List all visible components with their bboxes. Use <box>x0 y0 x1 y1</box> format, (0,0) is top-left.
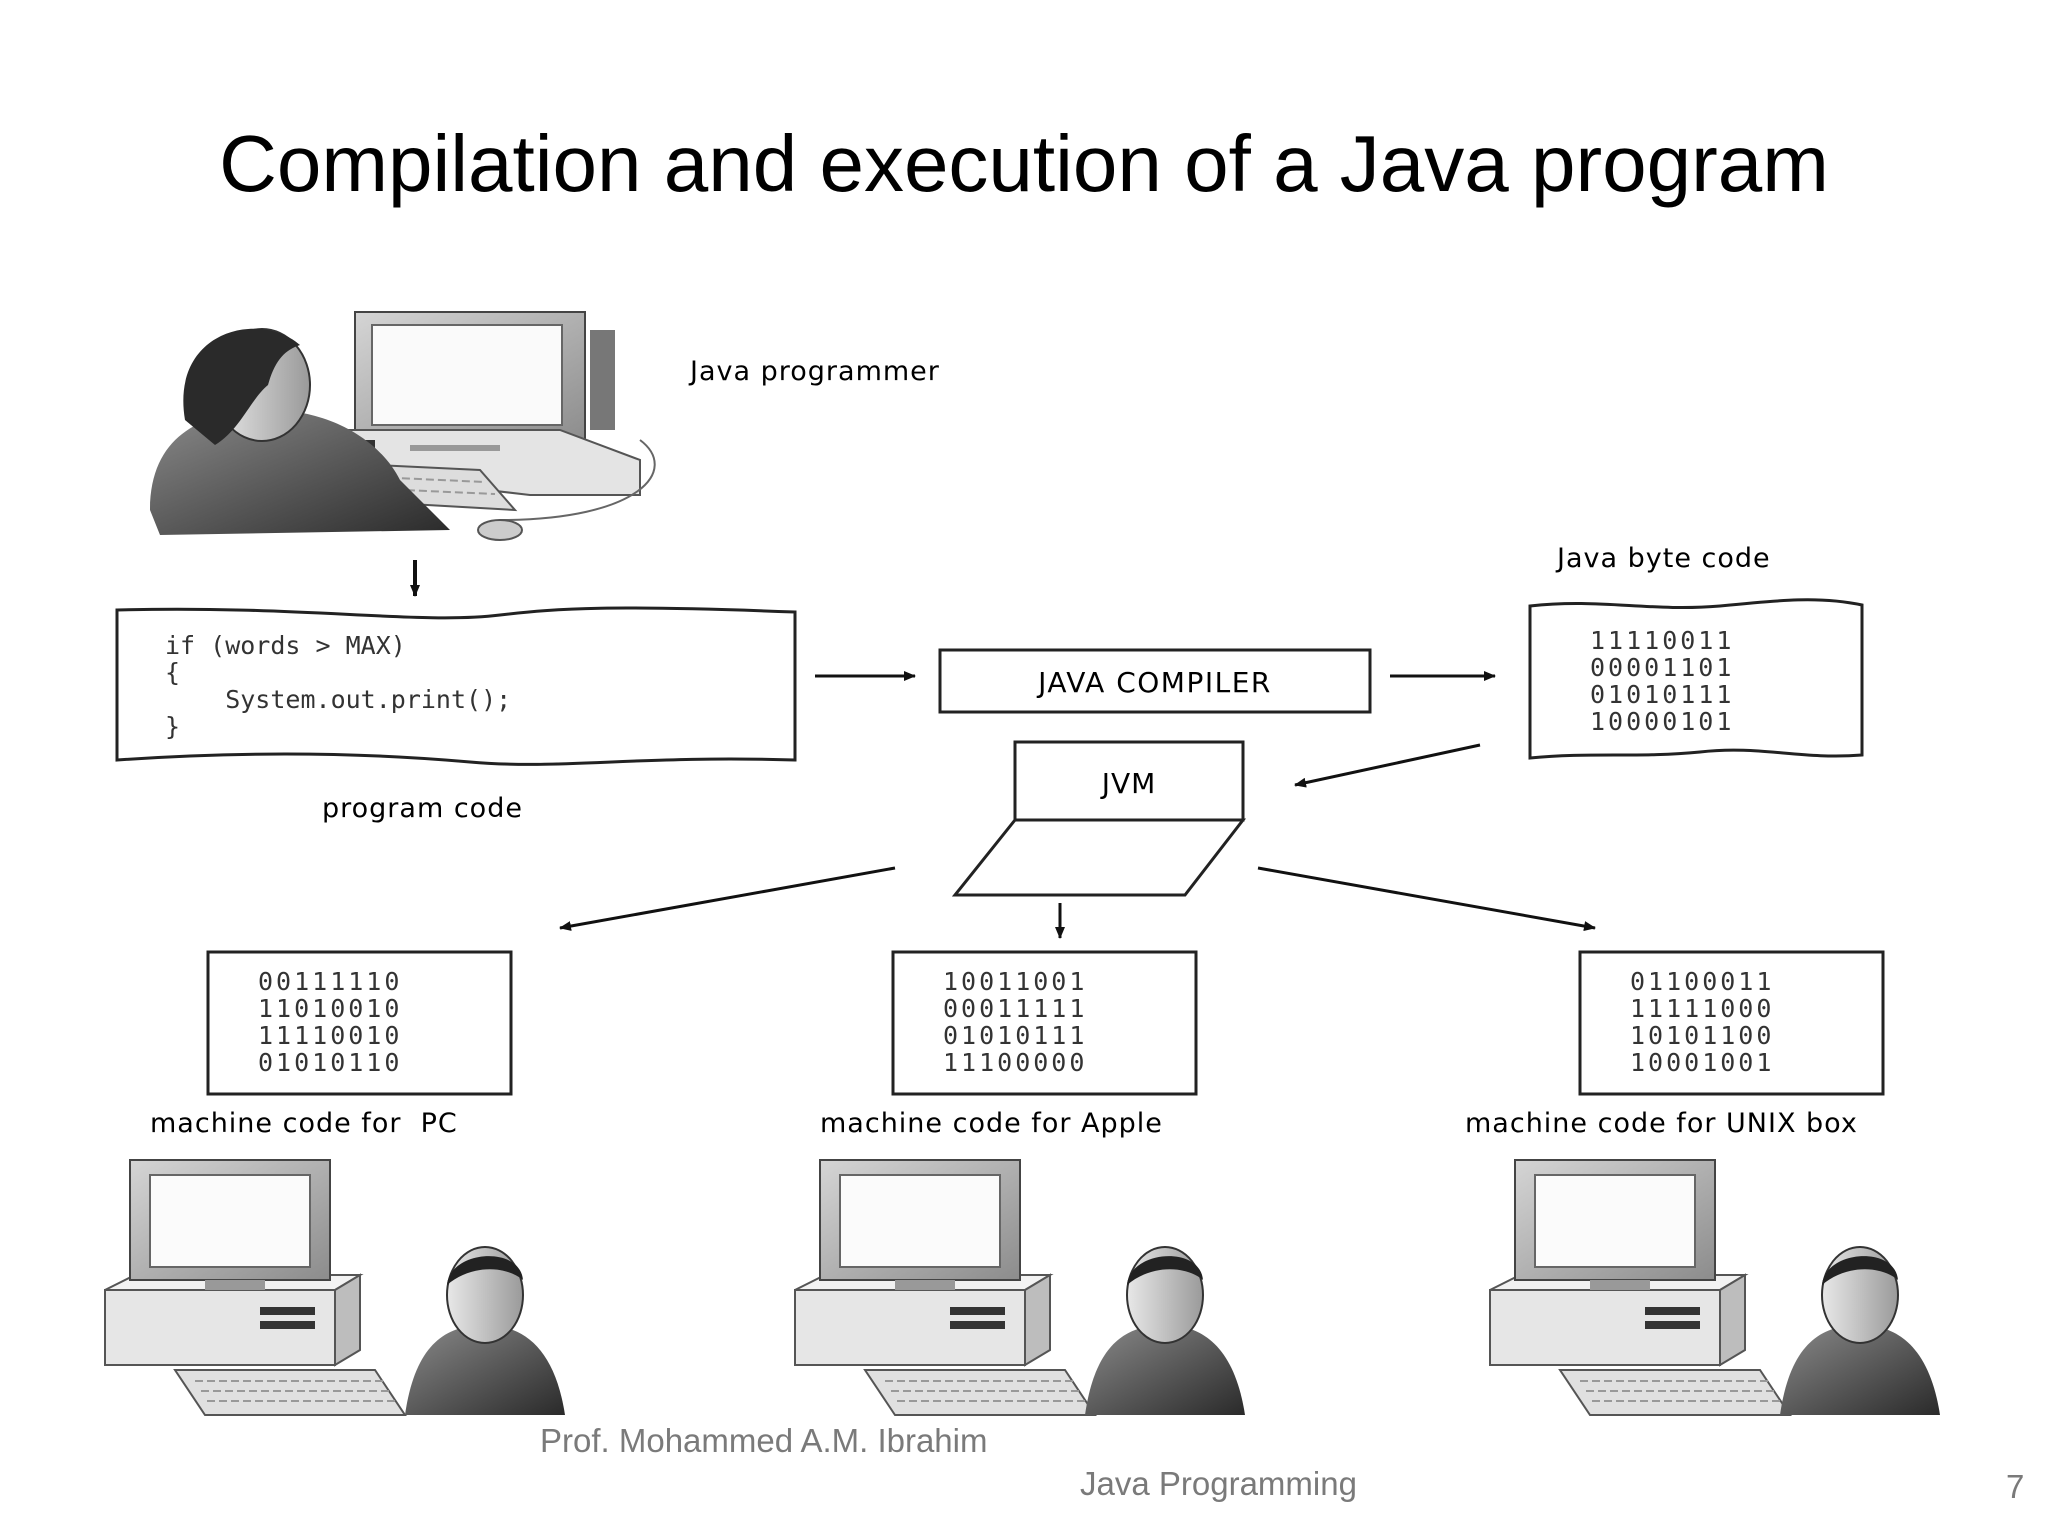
footer-course: Java Programming <box>1080 1465 1357 1502</box>
code-line: } <box>165 712 180 741</box>
svg-text:00111110 11010010: 00111110 11010010 11110010 01010110 <box>258 967 420 1077</box>
pc-label: machine code for PC <box>150 1108 458 1139</box>
apple-label: machine code for Apple <box>820 1108 1163 1139</box>
java-byte-code-label: Java byte code <box>1555 543 1771 574</box>
pc-bits: 01010110 <box>258 1048 402 1077</box>
pc-bits: 11010010 <box>258 994 402 1023</box>
jvm-label: JVM <box>1100 767 1157 800</box>
pc-bits: 00111110 <box>258 967 402 996</box>
unix-user-illustration <box>1489 1159 1941 1416</box>
bytecode-line: 01010111 <box>1590 680 1734 709</box>
svg-text:01100011 11111000: 01100011 11111000 10101100 10001001 <box>1630 967 1792 1077</box>
java-compiler-label: JAVA COMPILER <box>1036 666 1272 699</box>
arrow-jvm-to-pc <box>559 866 896 931</box>
unix-bits: 10001001 <box>1630 1048 1774 1077</box>
apple-bits: 11100000 <box>943 1048 1087 1077</box>
footer-author: Prof. Mohammed A.M. Ibrahim <box>540 1422 988 1459</box>
unix-label: machine code for UNIX box <box>1465 1108 1858 1139</box>
unix-bits: 11111000 <box>1630 994 1774 1023</box>
slide-title: Compilation and execution of a Java prog… <box>219 119 1829 208</box>
bytecode-line: 00001101 <box>1590 653 1734 682</box>
java-programmer-label: Java programmer <box>688 356 940 387</box>
byte-code-text: 11110011 00001101 01010111 10000101 <box>1590 626 1752 736</box>
unix-bits: 01100011 <box>1630 967 1774 996</box>
jvm-box <box>951 740 1247 897</box>
arrow-bytecode-to-jvm <box>1294 743 1481 788</box>
program-code-document <box>115 606 797 766</box>
program-code-text: if (words > MAX) { System.out.print(); } <box>165 631 526 741</box>
programmer-illustration <box>150 311 656 541</box>
byte-code-document <box>1528 598 1864 760</box>
code-line: System.out.print(); <box>165 685 511 714</box>
apple-bits: 00011111 <box>943 994 1087 1023</box>
code-line: if (words > MAX) <box>165 631 406 660</box>
java-compiler-box <box>938 648 1372 714</box>
pc-user-illustration <box>104 1159 566 1416</box>
apple-bits: 01010111 <box>943 1021 1087 1050</box>
bytecode-line: 11110011 <box>1590 626 1734 655</box>
bytecode-line: 10000101 <box>1590 707 1734 736</box>
machine-code-unix: 01100011 11111000 10101100 10001001 <box>1578 950 1885 1096</box>
arrow-jvm-to-unix <box>1257 866 1596 931</box>
svg-text:10011001 00011111: 10011001 00011111 01010111 11100000 <box>943 967 1105 1077</box>
code-line: { <box>165 658 180 687</box>
pc-bits: 11110010 <box>258 1021 402 1050</box>
program-code-label: program code <box>322 793 523 824</box>
machine-code-apple: 10011001 00011111 01010111 11100000 <box>891 950 1198 1096</box>
machine-code-pc: 00111110 11010010 11110010 01010110 <box>206 950 513 1096</box>
page-number: 7 <box>2006 1468 2025 1505</box>
apple-bits: 10011001 <box>943 967 1087 996</box>
apple-user-illustration <box>794 1159 1246 1416</box>
unix-bits: 10101100 <box>1630 1021 1774 1050</box>
